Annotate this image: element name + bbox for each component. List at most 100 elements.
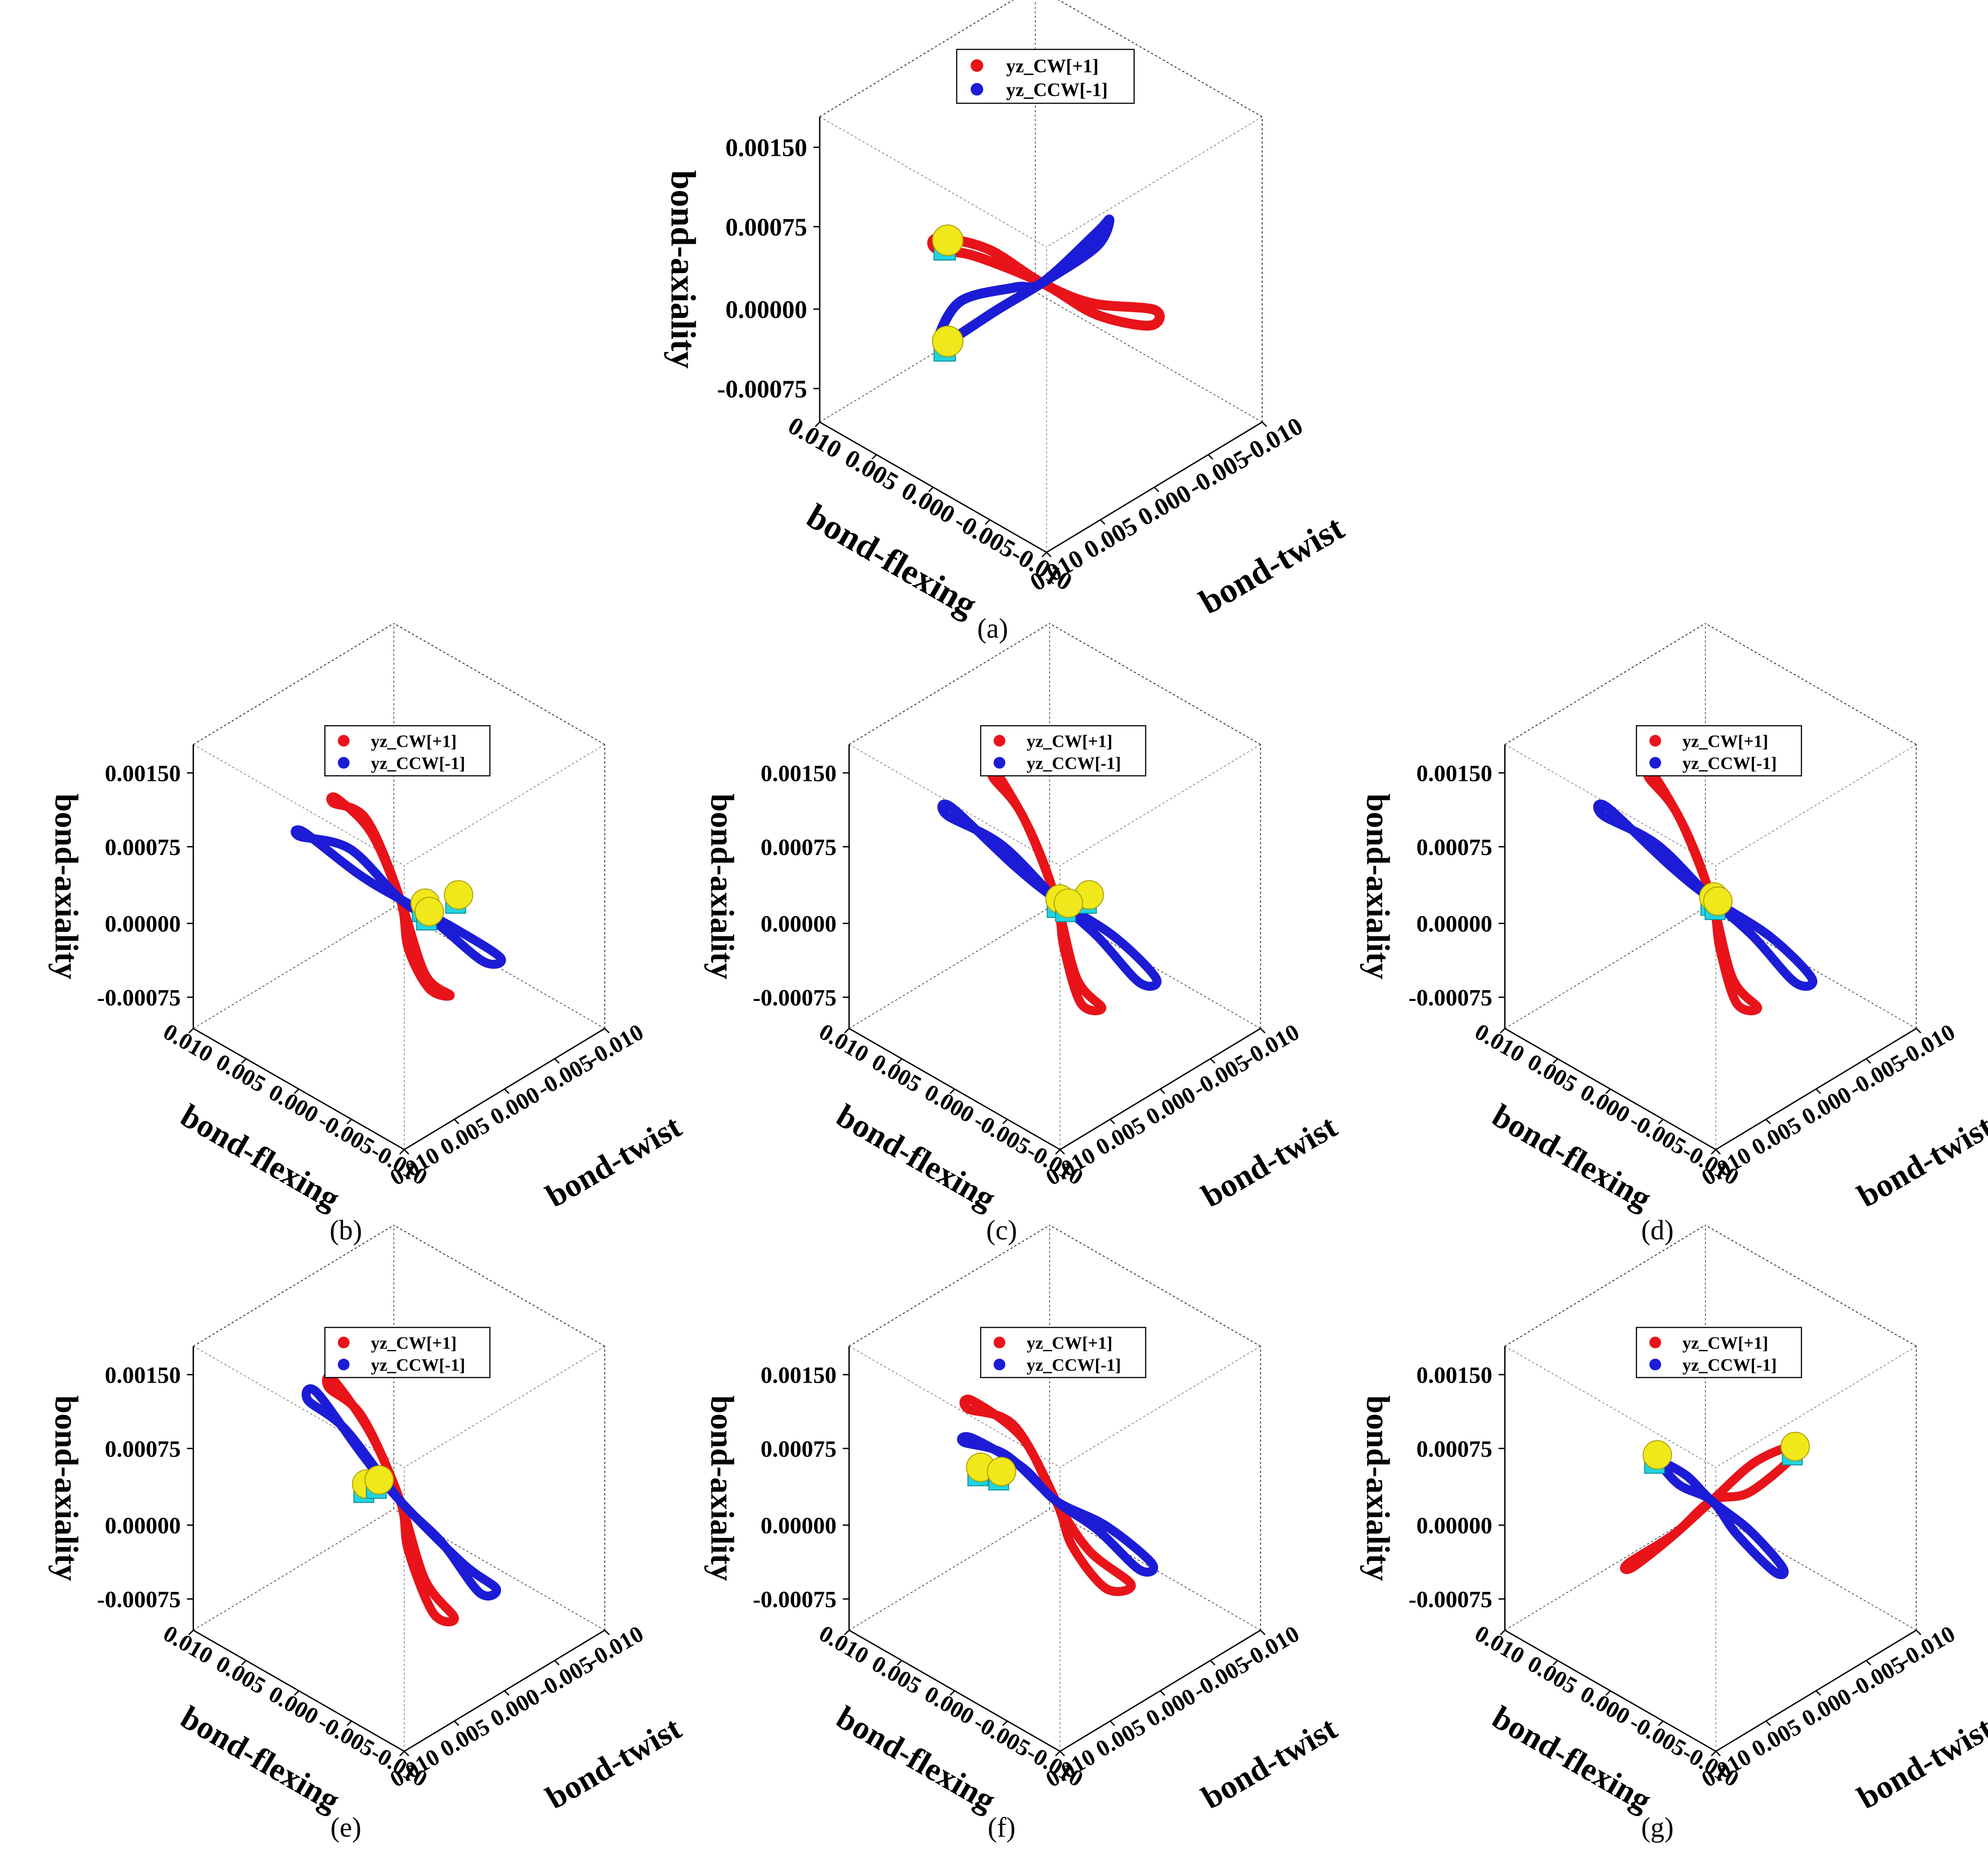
x-axis-title: bond-flexing [1486, 1699, 1657, 1819]
legend-label: yz_CW[+1] [1027, 732, 1113, 751]
chart-panel-c: 0.001500.000750.00000-0.000750.0100.0050… [704, 623, 1343, 1246]
legend-label: yz_CW[+1] [1683, 1334, 1768, 1353]
z-tick-label: 0.00000 [760, 1513, 836, 1539]
x-tick-label: 0.010 [159, 1621, 217, 1669]
legend: yz_CW[+1]yz_CCW[-1] [1636, 725, 1802, 776]
y-axis-title: bond-twist [1851, 1710, 1988, 1816]
chart-panel-a: 0.001500.000750.00000-0.000750.0100.0050… [664, 0, 1350, 644]
y-tick-label: -0.010 [1239, 1621, 1304, 1674]
z-tick-label: 0.00075 [760, 1437, 836, 1462]
series-ccw-trajectory [933, 214, 1114, 349]
x-tick-mark [1500, 1630, 1506, 1635]
legend-label: yz_CCW[-1] [371, 754, 465, 773]
y-tick-mark [1210, 1660, 1215, 1666]
z-tick-label: 0.00000 [1416, 912, 1492, 937]
panel-caption: (b) [330, 1215, 362, 1246]
x-axis-title: bond-flexing [175, 1699, 346, 1819]
y-tick-mark [1865, 1660, 1871, 1666]
y-tick-mark [454, 1720, 459, 1726]
start-marker-sphere [1643, 1440, 1672, 1470]
x-tick-mark [188, 1630, 194, 1635]
y-tick-mark [1109, 1119, 1115, 1124]
y-tick-mark [604, 1630, 610, 1635]
start-marker-sphere [364, 1465, 394, 1495]
x-tick-mark [897, 1660, 902, 1666]
legend: yz_CW[+1] yz_CCW[-1] [324, 725, 490, 776]
y-axis-title: bond-twist [1193, 508, 1350, 621]
y-tick-mark [1765, 1119, 1771, 1124]
y-tick-mark [1160, 1690, 1166, 1696]
x-tick-mark [871, 454, 877, 460]
y-axis-title: bond-twist [1195, 1108, 1343, 1214]
y-tick-label: 0.005 [1091, 1714, 1150, 1762]
z-axis-title: bond-axiality [1360, 1395, 1396, 1581]
panel-caption: (g) [1641, 1812, 1674, 1843]
z-tick-label: -0.00075 [97, 985, 181, 1011]
legend: yz_CW[+1]yz_CCW[-1] [980, 1327, 1146, 1378]
y-axis-title: bond-twist [539, 1710, 687, 1816]
start-marker-sphere [415, 897, 444, 926]
start-marker-sphere [1703, 886, 1733, 916]
legend-cw-symbol [994, 1336, 1006, 1349]
x-tick-label: 0.010 [783, 411, 846, 464]
x-tick-label: -0.005 [950, 507, 1020, 564]
start-marker-sphere [444, 880, 473, 910]
legend-ccw-symbol [994, 757, 1006, 769]
legend-label: yz_CW[+1] [371, 732, 457, 751]
legend-ccw-symbol [971, 83, 983, 96]
x-tick-mark [346, 1119, 352, 1124]
x-tick-mark [399, 1149, 405, 1155]
y-tick-label: -0.010 [1895, 1621, 1960, 1674]
start-marker-sphere [1780, 1432, 1810, 1461]
series-cw-trajectory [322, 1372, 459, 1626]
z-tick-label: 0.00075 [1416, 835, 1492, 860]
x-tick-label: 0.010 [815, 1621, 873, 1669]
x-tick-mark [844, 1630, 850, 1635]
start-marker-sphere [932, 326, 963, 357]
legend-cw-symbol [971, 59, 983, 72]
z-axis-title: bond-axiality [48, 793, 84, 979]
y-tick-label: -0.010 [583, 1019, 648, 1072]
z-tick-label: 0.00150 [760, 1362, 836, 1388]
y-tick-label: 0.000 [1142, 1684, 1200, 1732]
chart-panel-b: 0.001500.000750.00000-0.000750.0100.0050… [48, 623, 687, 1246]
x-tick-mark [1552, 1660, 1558, 1666]
panel-caption: (a) [977, 613, 1008, 644]
z-tick-label: 0.00150 [760, 761, 836, 786]
legend-ccw-symbol [338, 757, 350, 769]
panel-caption: (e) [331, 1812, 362, 1843]
x-axis-title: bond-flexing [800, 496, 984, 625]
series-cw-trajectory [326, 792, 455, 1001]
y-axis-title: bond-twist [539, 1108, 687, 1214]
x-axis-title: bond-flexing [1486, 1097, 1657, 1217]
series-ccw-trajectory [1647, 1449, 1789, 1579]
y-axis-title: bond-twist [1195, 1710, 1343, 1816]
y-tick-label: -0.010 [1895, 1019, 1960, 1072]
x-axis-title: bond-flexing [831, 1097, 1002, 1217]
legend: yz_CW[+1]yz_CCW[-1] [1636, 1327, 1802, 1378]
chart-panel-e: 0.001500.000750.00000-0.000750.0100.0050… [48, 1225, 687, 1843]
z-tick-label: -0.00075 [97, 1587, 181, 1613]
z-tick-label: -0.00075 [753, 985, 836, 1011]
legend-label: yz_CCW[-1] [1683, 754, 1777, 773]
y-tick-mark [604, 1028, 610, 1034]
x-tick-mark [241, 1660, 247, 1666]
x-tick-label: 0.010 [159, 1019, 217, 1067]
y-tick-mark [1059, 1750, 1065, 1757]
y-tick-label: 0.000 [1798, 1082, 1856, 1130]
legend-cw-symbol [1649, 1336, 1661, 1349]
y-tick-mark [1765, 1720, 1771, 1726]
x-tick-label: 0.010 [815, 1019, 873, 1067]
legend-ccw-symbol [338, 1358, 350, 1371]
series-ccw-trajectory [291, 825, 506, 969]
y-tick-label: 0.005 [1747, 1112, 1806, 1160]
z-axis-title: bond-axiality [704, 1395, 740, 1581]
z-tick-label: 0.00000 [1416, 1513, 1492, 1539]
y-tick-mark [1059, 1149, 1065, 1155]
legend-label: yz_CCW[-1] [1027, 1356, 1121, 1375]
y-tick-label: 0.005 [1747, 1714, 1806, 1762]
y-tick-mark [1153, 486, 1160, 493]
legend-label: yz_CCW[-1] [1027, 754, 1121, 773]
y-tick-mark [1100, 519, 1106, 525]
